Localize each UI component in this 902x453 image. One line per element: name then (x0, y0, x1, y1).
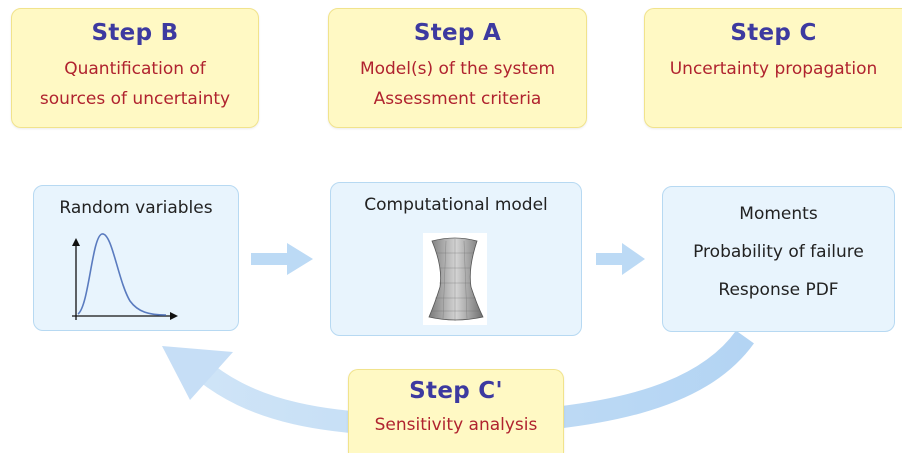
step-c-prime-title: Step C' (409, 378, 503, 404)
step-c-line-1: Uncertainty propagation (669, 59, 878, 79)
step-b-line-1: Quantification of (64, 59, 206, 79)
computational-model-title: Computational model (364, 195, 548, 215)
step-a-title: Step A (413, 20, 502, 46)
step-a-line-1: Model(s) of the system (359, 59, 556, 79)
step-c-prime-line-1: Sensitivity analysis (374, 415, 538, 435)
step-b-box: Step B Quantification of sources of unce… (11, 8, 259, 128)
pdf-curve-icon (72, 233, 178, 320)
output-probability-of-failure: Probability of failure (693, 242, 864, 262)
step-c-box: Step C Uncertainty propagation (644, 8, 902, 128)
step-c-prime-box: Step C' Sensitivity analysis (348, 369, 564, 453)
random-variables-title: Random variables (59, 198, 213, 218)
step-c-title: Step C (730, 20, 817, 46)
step-b-line-2: sources of uncertainty (39, 89, 231, 109)
right-arrow-2 (596, 243, 645, 275)
right-arrow-1 (251, 243, 313, 275)
step-b-title: Step B (91, 20, 179, 46)
output-moments: Moments (739, 204, 818, 224)
computational-model-box: Computational model (330, 182, 582, 336)
step-a-line-2: Assessment criteria (373, 89, 542, 109)
random-variables-box: Random variables (33, 185, 239, 331)
cooling-tower-mesh-icon (423, 233, 487, 325)
output-response-pdf: Response PDF (718, 280, 839, 300)
step-a-box: Step A Model(s) of the system Assessment… (328, 8, 587, 128)
outputs-box: Moments Probability of failure Response … (662, 186, 895, 332)
